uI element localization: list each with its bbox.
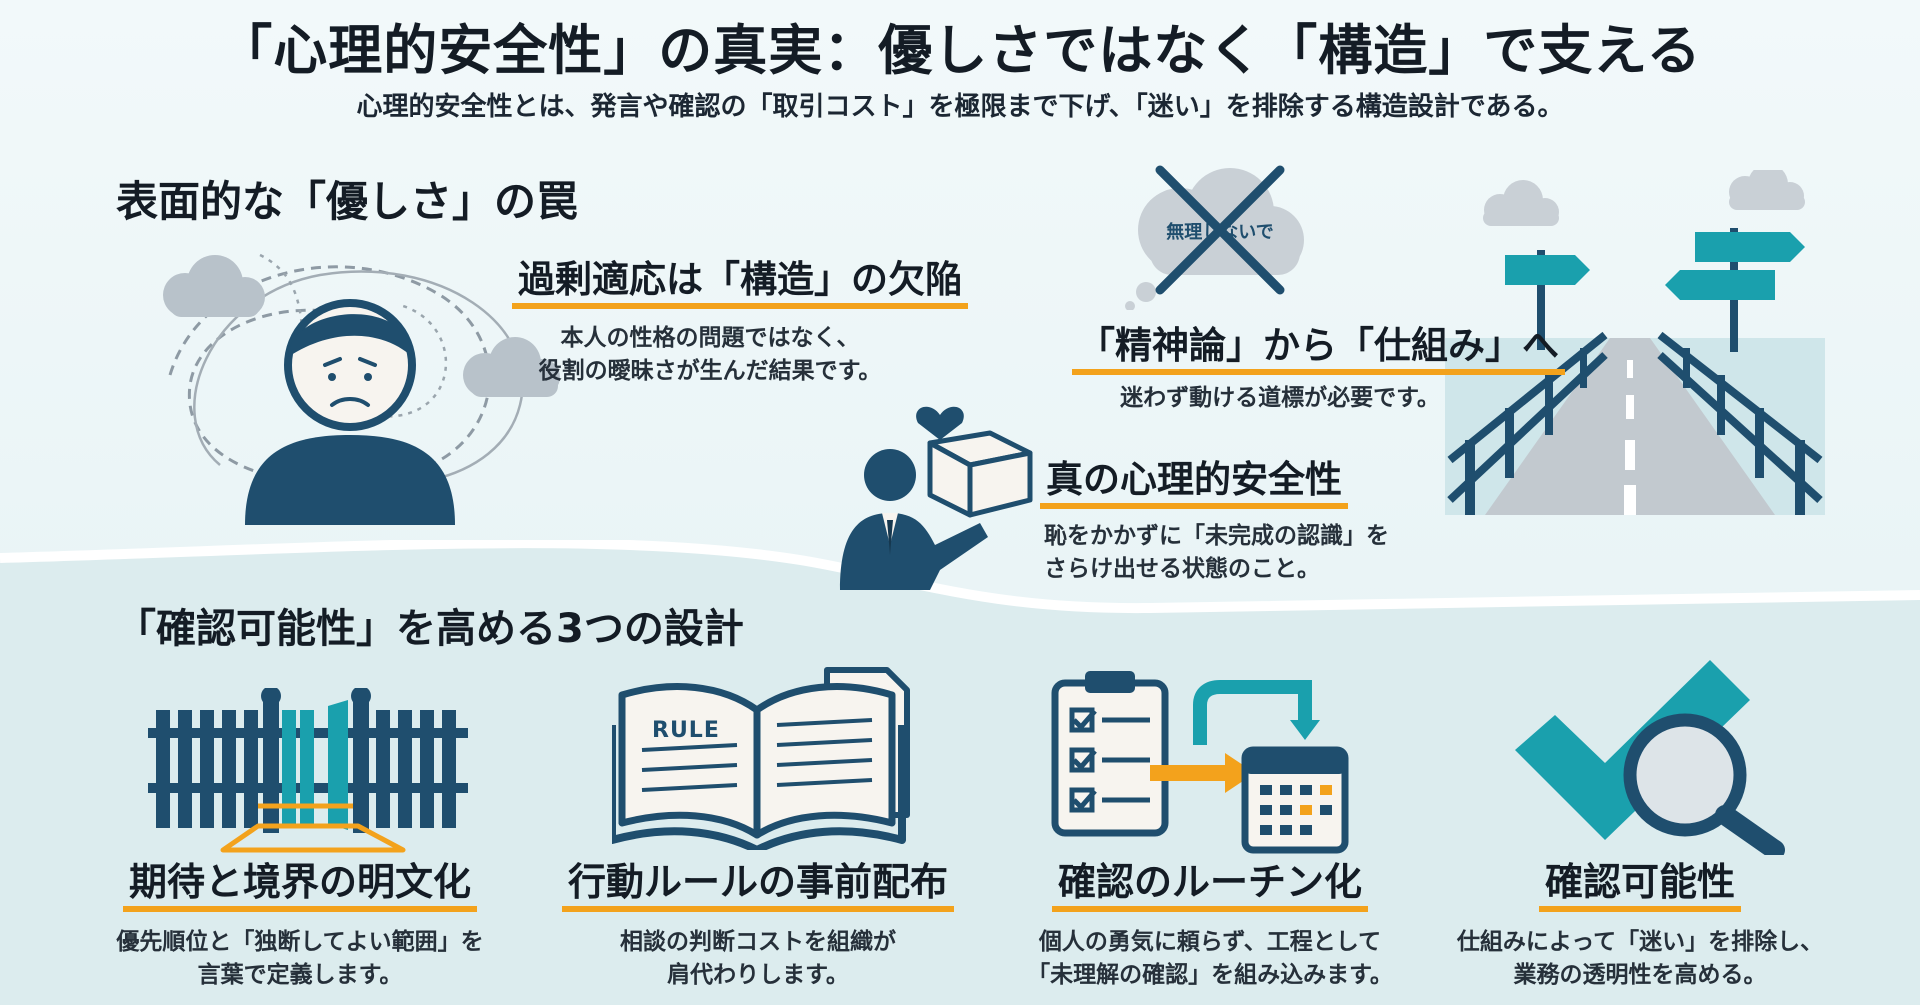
design-column-1-line-1: 優先順位と「独断してよい範囲」を bbox=[116, 928, 484, 955]
design-column-4-line-1: 仕組みによって「迷い」を排除し、 bbox=[1456, 928, 1824, 955]
stressed-person-icon bbox=[163, 253, 560, 525]
overadapt-description: 本人の性格の問題ではなく、 役割の曖昧さが生んだ結果です。 bbox=[520, 322, 900, 389]
design-column-2-title: 行動ルールの事前配布 bbox=[561, 861, 954, 912]
true-safety-block: 真の心理的安全性 bbox=[1040, 459, 1348, 509]
bubble-text: 無理しないで bbox=[1166, 222, 1274, 243]
trap-section-heading: 表面的な「優しさ」の罠 bbox=[116, 177, 579, 226]
design-column-3-description: 個人の勇気に頼らず、工程として 「未理解の確認」を組み込みます。 bbox=[1000, 926, 1420, 993]
design-section-heading: 「確認可能性」を高める3つの設計 bbox=[116, 606, 744, 652]
design-column-3-title: 確認のルーチン化 bbox=[1051, 861, 1368, 912]
design-column-4-line-2: 業務の透明性を高める。 bbox=[1513, 962, 1767, 989]
businessman-heart-box-icon bbox=[840, 406, 1033, 590]
check-magnifier-icon bbox=[1515, 660, 1785, 855]
design-column-2-line-2: 肩代わりします。 bbox=[667, 962, 849, 989]
checklist-calendar-icon bbox=[1051, 671, 1349, 854]
spirit-line-1: 迷わず動ける道標が必要です。 bbox=[1120, 385, 1440, 411]
fence-gate-icon bbox=[148, 688, 468, 853]
overadapt-line-1: 本人の性格の問題ではなく、 bbox=[560, 325, 860, 351]
true-safety-description: 恥をかかずに「未完成の認識」を さらけ出せる状態のこと。 bbox=[1044, 520, 1464, 587]
overadapt-line-2: 役割の曖昧さが生んだ結果です。 bbox=[538, 358, 882, 385]
design-column-2: 行動ルールの事前配布 相談の判断コストを組織が 肩代わりします。 bbox=[548, 861, 968, 993]
true-safety-title: 真の心理的安全性 bbox=[1040, 459, 1348, 509]
design-column-4: 確認可能性 仕組みによって「迷い」を排除し、 業務の透明性を高める。 bbox=[1430, 861, 1850, 993]
design-column-1-title: 期待と境界の明文化 bbox=[122, 861, 477, 912]
design-column-3-line-2: 「未理解の確認」を組み込みます。 bbox=[1027, 962, 1393, 989]
lower-background-wave bbox=[0, 540, 1920, 1005]
design-column-2-line-1: 相談の判断コストを組織が bbox=[620, 928, 896, 955]
rule-book-icon bbox=[612, 667, 910, 850]
overadapt-block: 過剰適応は「構造」の欠陥 bbox=[512, 259, 968, 309]
crossed-thought-bubble-icon bbox=[1125, 165, 1304, 310]
design-column-1-description: 優先順位と「独断してよい範囲」を 言葉で定義します。 bbox=[90, 926, 510, 993]
page-subtitle: 心理的安全性とは、発言や確認の「取引コスト」を極限まで下げ、「迷い」を排除する構… bbox=[356, 92, 1564, 122]
spirit-title: 「精神論」から「仕組み」へ bbox=[1072, 325, 1565, 375]
book-label: RULE bbox=[652, 718, 720, 743]
true-safety-line-1: 恥をかかずに「未完成の認識」を bbox=[1044, 523, 1389, 549]
overadapt-title: 過剰適応は「構造」の欠陥 bbox=[512, 259, 968, 309]
page-title: 「心理的安全性」の真実：優しさではなく「構造」で支える bbox=[218, 19, 1702, 82]
design-column-2-description: 相談の判断コストを組織が 肩代わりします。 bbox=[548, 926, 968, 993]
design-column-1: 期待と境界の明文化 優先順位と「独断してよい範囲」を 言葉で定義します。 bbox=[90, 861, 510, 993]
design-column-3-line-1: 個人の勇気に頼らず、工程として bbox=[1038, 928, 1382, 955]
spirit-block: 「精神論」から「仕組み」へ bbox=[1072, 325, 1565, 375]
design-column-4-title: 確認可能性 bbox=[1538, 861, 1741, 912]
design-column-1-line-2: 言葉で定義します。 bbox=[197, 962, 403, 989]
road-signpost-icon bbox=[1445, 170, 1825, 515]
design-column-3: 確認のルーチン化 個人の勇気に頼らず、工程として 「未理解の確認」を組み込みます… bbox=[1000, 861, 1420, 993]
design-column-4-description: 仕組みによって「迷い」を排除し、 業務の透明性を高める。 bbox=[1430, 926, 1850, 993]
true-safety-line-2: さらけ出せる状態のこと。 bbox=[1044, 556, 1320, 583]
spirit-description: 迷わず動ける道標が必要です。 bbox=[1080, 382, 1480, 415]
